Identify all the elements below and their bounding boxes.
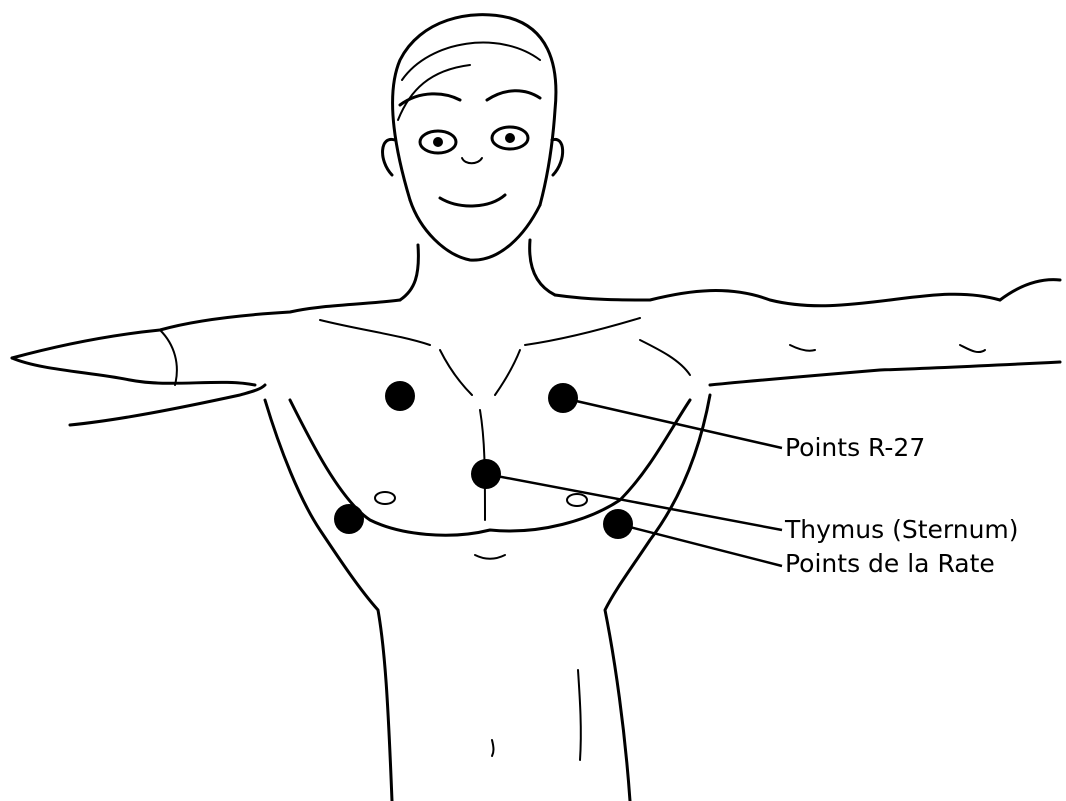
label-points-r27: Points R-27 <box>785 433 925 462</box>
neck-left <box>400 245 418 300</box>
point-r27-left <box>385 381 415 411</box>
point-thymus-sternum <box>471 459 501 489</box>
body-drawing <box>12 15 1060 801</box>
point-spleen-left <box>334 504 364 534</box>
point-r27-right <box>548 383 578 413</box>
labels: Points R-27 Thymus (Sternum) Points de l… <box>784 433 1019 578</box>
point-spleen-right <box>603 509 633 539</box>
leader-spleen <box>618 524 782 566</box>
label-thymus-sternum: Thymus (Sternum) <box>784 515 1019 544</box>
head <box>383 15 563 260</box>
label-points-rate: Points de la Rate <box>785 549 995 578</box>
leader-r27 <box>563 398 782 448</box>
arms <box>12 280 1060 425</box>
leader-lines <box>486 398 782 566</box>
neck-right <box>530 240 555 295</box>
torso <box>265 318 710 801</box>
